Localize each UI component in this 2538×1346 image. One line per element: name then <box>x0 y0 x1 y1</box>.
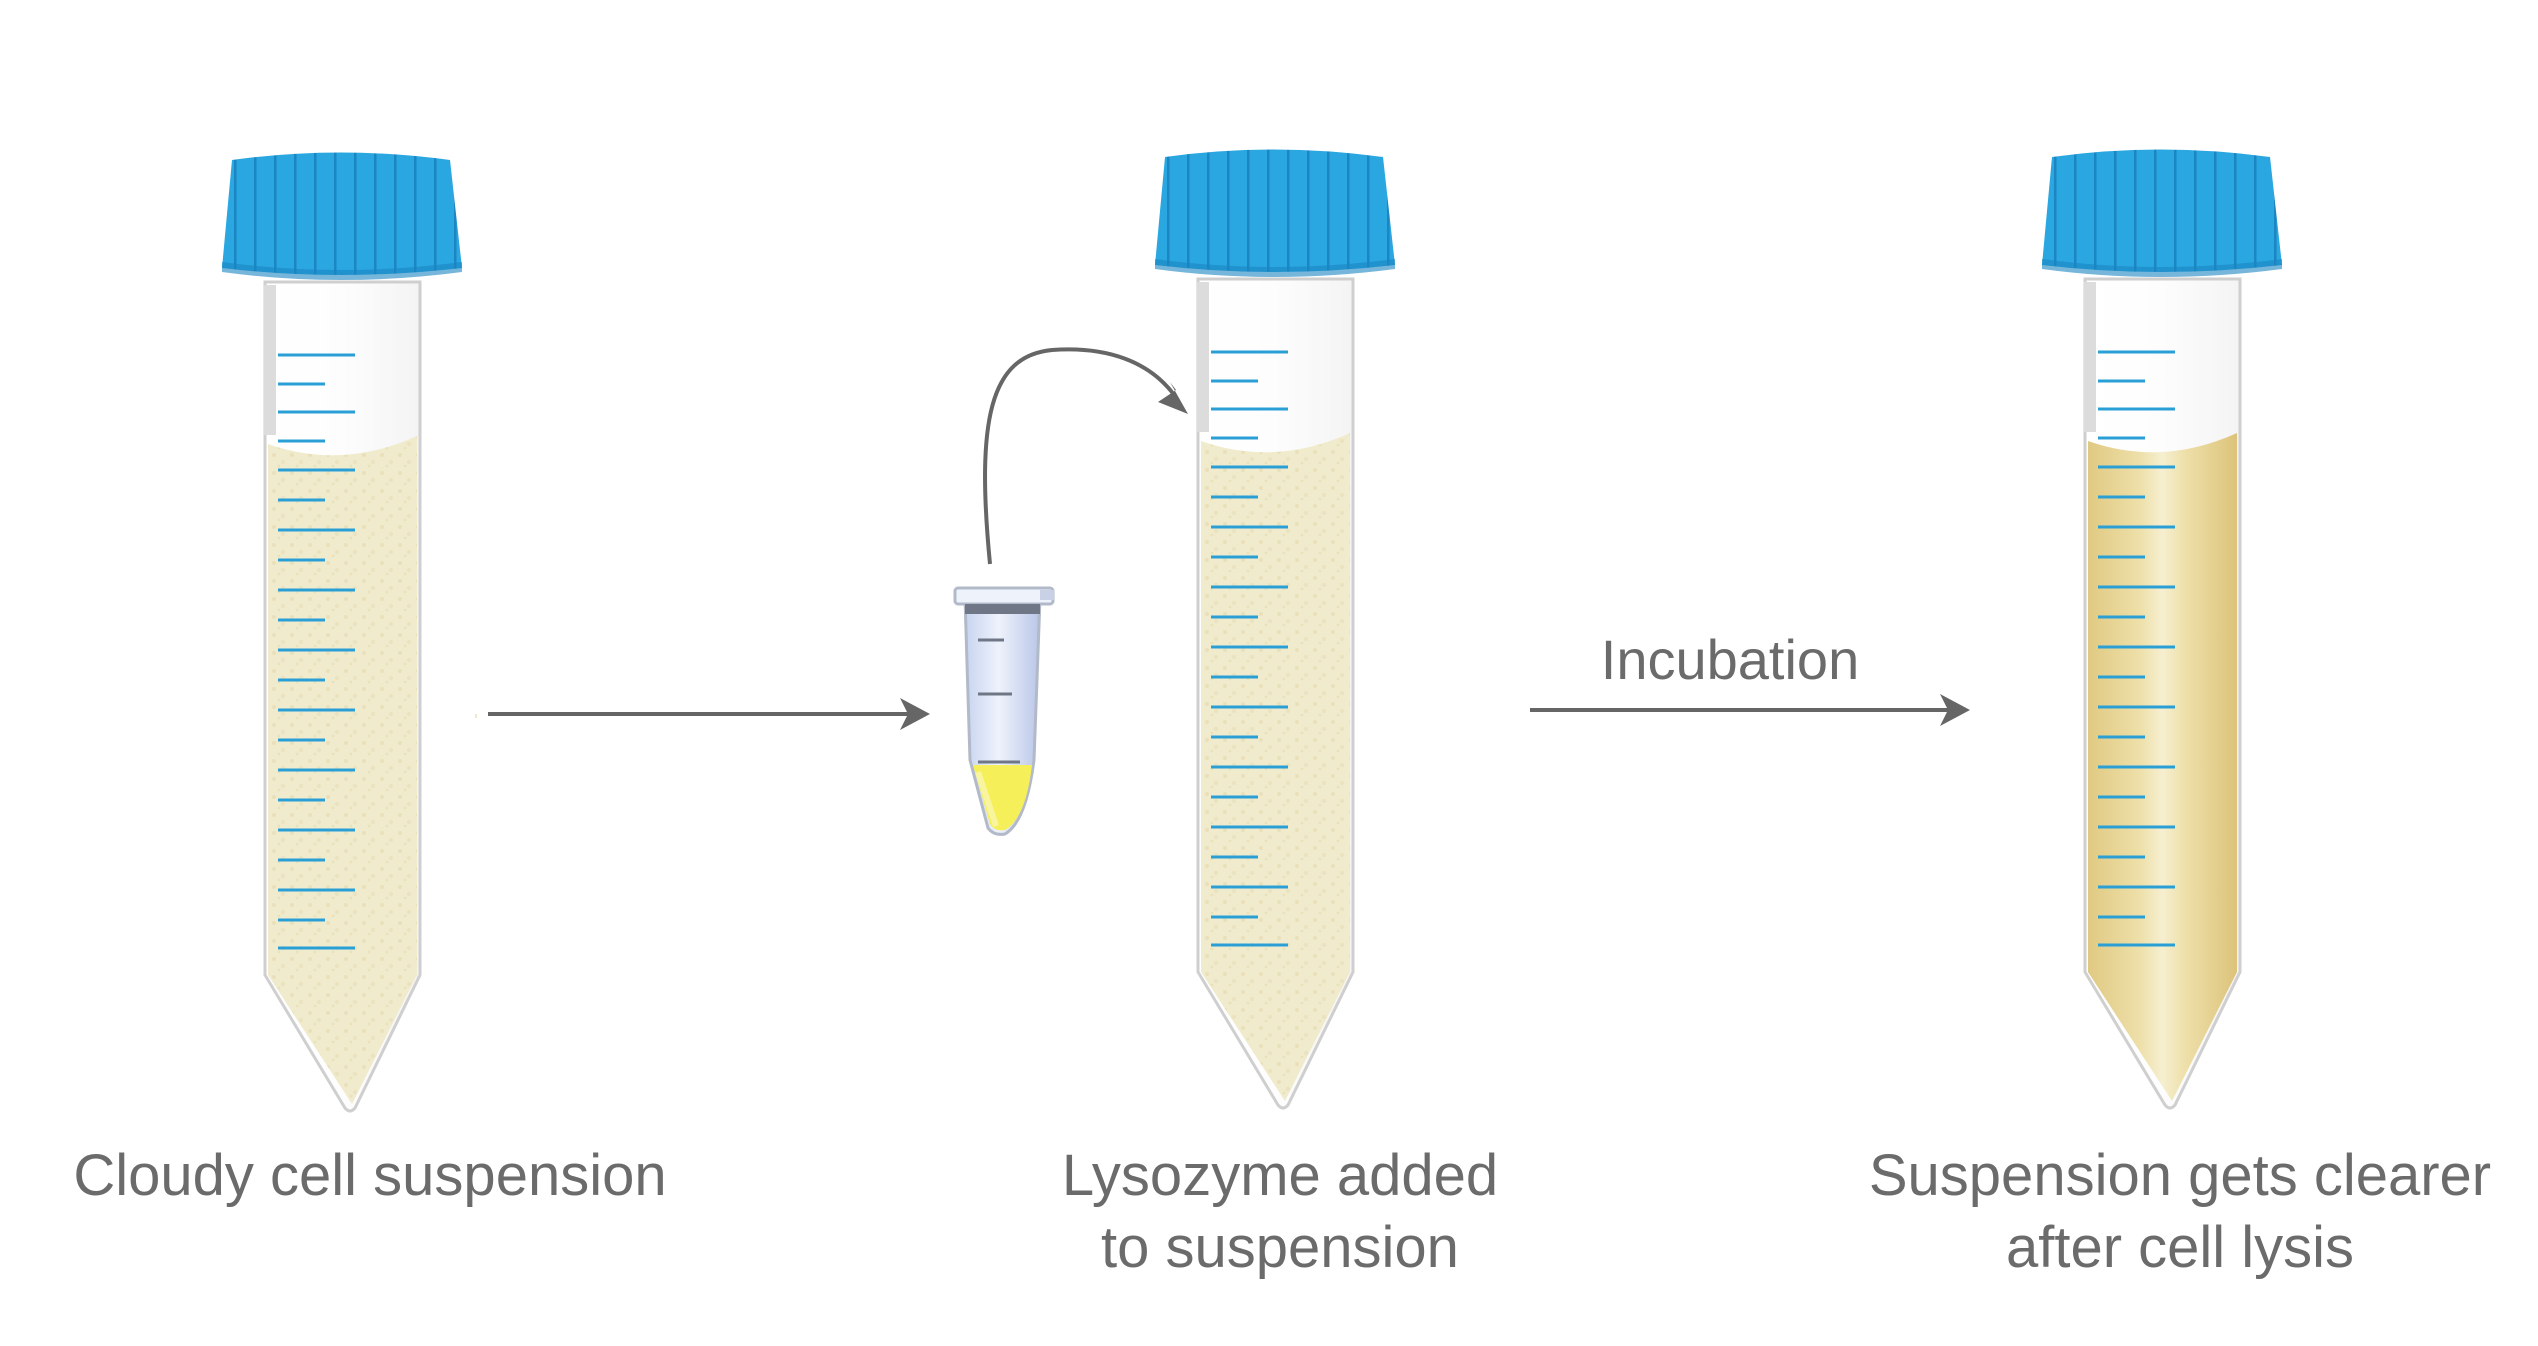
falcon-tube-icon <box>2042 149 2282 1110</box>
arrow-icon <box>983 347 1188 565</box>
caption-line: after cell lysis <box>2005 1215 2355 1280</box>
arrow-icon <box>1530 694 1970 726</box>
falcon-tube-icon <box>1155 149 1395 1110</box>
incubation-label: Incubation <box>1600 628 1860 691</box>
microcentrifuge-tube-icon <box>953 586 1055 836</box>
caption-line: to suspension <box>1101 1215 1459 1280</box>
caption-cloudy-suspension: Cloudy cell suspension <box>40 1140 700 1212</box>
caption-line: Lysozyme added <box>1061 1143 1499 1208</box>
caption-line: Suspension gets clearer <box>1868 1143 2492 1208</box>
caption-suspension-clearer: Suspension gets clearer after cell lysis <box>1800 1140 2538 1284</box>
falcon-tube-icon <box>222 152 462 1113</box>
caption-line: Cloudy cell suspension <box>73 1143 667 1208</box>
caption-lysozyme-added: Lysozyme added to suspension <box>1000 1140 1560 1284</box>
arrow-icon <box>475 698 930 730</box>
